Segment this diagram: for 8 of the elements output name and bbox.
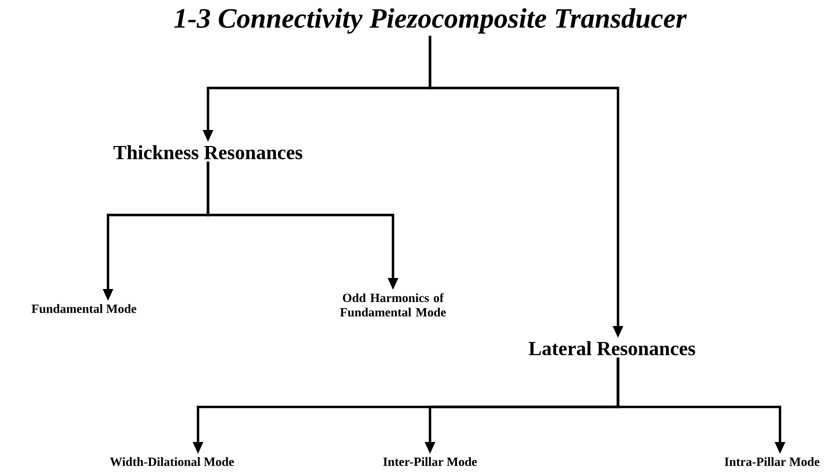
- category-label: Thickness Resonances: [114, 145, 302, 160]
- mode-label: Intra-Pillar Mode: [724, 457, 820, 466]
- mode-label: Inter-Pillar Mode: [383, 457, 477, 466]
- mode-label: Width-Dilational Mode: [110, 457, 234, 466]
- category-label: Lateral Resonances: [528, 341, 696, 356]
- mode-label: Fundamental Mode: [32, 304, 136, 314]
- mode-label: Odd Harmonics of Fundamental Mode: [340, 293, 446, 317]
- diagram-title: 1-3 Connectivity Piezocomposite Transducer: [174, 8, 687, 34]
